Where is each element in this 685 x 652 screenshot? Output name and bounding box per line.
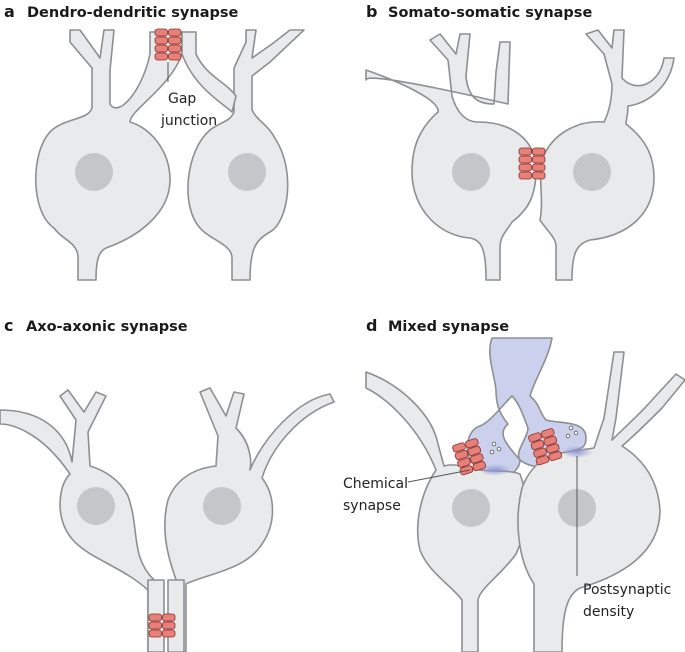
panel-d-title: Mixed synapse xyxy=(388,319,509,335)
postsynaptic-density-label-1: Postsynaptic xyxy=(583,582,671,598)
gap-junction-label-1: Gap xyxy=(168,91,196,107)
synaptic-vesicles xyxy=(489,425,579,455)
panel-d-letter: d xyxy=(366,316,377,335)
gap-junction-label-2: junction xyxy=(160,113,217,129)
neuron-c-right xyxy=(163,387,335,652)
chemical-synapse-label-1: Chemical xyxy=(343,476,408,492)
panel-b-title: Somato-somatic synapse xyxy=(388,5,592,21)
panel-a-title: Dendro-dendritic synapse xyxy=(27,5,238,21)
postsynaptic-density-label-2: density xyxy=(583,604,634,620)
postsynaptic-density-left xyxy=(479,464,511,476)
neuron-b-left xyxy=(365,33,537,281)
panel-a: a Dendro-dendritic synapse Gap junction xyxy=(4,2,305,281)
neuron-a-left xyxy=(35,29,183,281)
postsynaptic-density-right xyxy=(561,446,593,458)
chemical-synapse-label-2: synapse xyxy=(343,498,401,514)
neuron-d-right xyxy=(517,351,685,652)
panel-d: d Mixed synapse Chemical synapse Posts xyxy=(343,316,685,652)
panel-c: c Axo-axonic synapse xyxy=(0,316,335,652)
panel-c-title: Axo-axonic synapse xyxy=(26,319,188,335)
neuron-b-right xyxy=(539,29,675,281)
panel-c-letter: c xyxy=(4,316,13,335)
panel-a-letter: a xyxy=(4,2,15,21)
panel-b-letter: b xyxy=(366,2,377,21)
panel-b: b Somato-somatic synapse xyxy=(365,2,675,281)
neuron-c-left xyxy=(0,389,155,652)
